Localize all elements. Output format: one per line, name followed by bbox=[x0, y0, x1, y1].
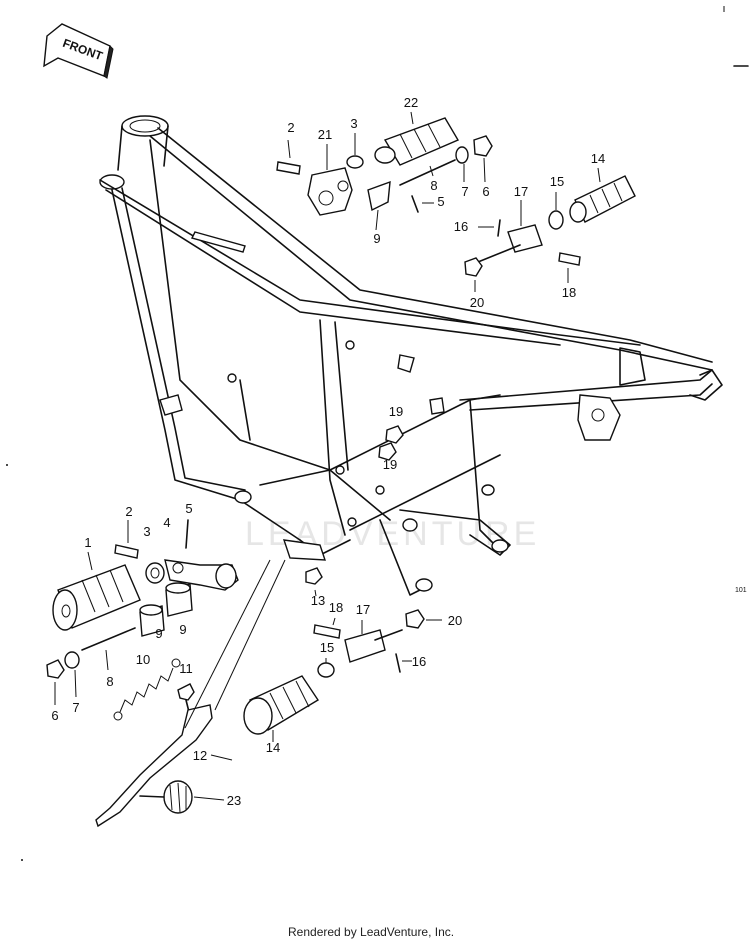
callout-c-bot-4: 4 bbox=[163, 515, 170, 530]
callout-c-top-3: 3 bbox=[350, 116, 357, 131]
callout-c-bot-9a: 9 bbox=[155, 626, 162, 641]
callout-c-bot-17: 17 bbox=[356, 602, 370, 617]
callout-c-bot-15: 15 bbox=[320, 640, 334, 655]
callout-c-bot-2: 2 bbox=[125, 504, 132, 519]
callout-c-top-22: 22 bbox=[404, 95, 418, 110]
callout-c-top-20: 20 bbox=[470, 295, 484, 310]
callout-c-top-18: 18 bbox=[562, 285, 576, 300]
callout-c-bot-7: 7 bbox=[72, 700, 79, 715]
callout-c-bot-6: 6 bbox=[51, 708, 58, 723]
footrest-arm-left bbox=[344, 629, 386, 663]
rear-hanger-plate bbox=[577, 394, 621, 441]
stand-bracket bbox=[282, 539, 326, 561]
side-stand bbox=[95, 704, 213, 828]
callout-c-top-6: 6 bbox=[482, 184, 489, 199]
front-arrow-icon: FRONT bbox=[43, 23, 114, 79]
callout-c-bot-5: 5 bbox=[185, 501, 192, 516]
frame-bolts bbox=[378, 425, 404, 461]
footrest-bracket bbox=[307, 167, 353, 216]
callout-c-bot-3: 3 bbox=[143, 524, 150, 539]
footrest-arm bbox=[507, 224, 543, 253]
callout-c-bot-8: 8 bbox=[106, 674, 113, 689]
stray-mark bbox=[6, 464, 8, 466]
callout-c-top-2: 2 bbox=[287, 120, 294, 135]
callout-c-top-17: 17 bbox=[514, 184, 528, 199]
credit-text: Rendered by LeadVenture, Inc. bbox=[288, 925, 454, 939]
footrest-rubber bbox=[383, 117, 460, 166]
callout-c-top-9: 9 bbox=[373, 231, 380, 246]
callout-c-top-15: 15 bbox=[550, 174, 564, 189]
callout-c-top-5: 5 bbox=[437, 194, 444, 209]
callout-c-bot-14: 14 bbox=[266, 740, 280, 755]
callout-c-bot-9b: 9 bbox=[179, 622, 186, 637]
callout-c-top-8: 8 bbox=[430, 178, 437, 193]
callout-c-19a: 19 bbox=[389, 404, 403, 419]
callout-c-bot-23: 23 bbox=[227, 793, 241, 808]
callout-c-bot-1: 1 bbox=[84, 535, 91, 550]
callout-c-bot-18: 18 bbox=[329, 600, 343, 615]
frame bbox=[99, 115, 723, 596]
callout-c-bot-12: 12 bbox=[193, 748, 207, 763]
edge-text: 101 bbox=[735, 587, 747, 594]
callout-c-top-16: 16 bbox=[454, 219, 468, 234]
callout-c-top-7: 7 bbox=[461, 184, 468, 199]
callout-c-top-14: 14 bbox=[591, 151, 605, 166]
callout-c-bot-13: 13 bbox=[311, 593, 325, 608]
top-footrest-assembly bbox=[276, 111, 636, 292]
callout-c-bot-20: 20 bbox=[448, 613, 462, 628]
callout-c-bot-10: 10 bbox=[136, 652, 150, 667]
callout-c-top-21: 21 bbox=[318, 127, 332, 142]
callout-c-19b: 19 bbox=[383, 457, 397, 472]
callout-c-bot-11: 11 bbox=[179, 661, 193, 676]
bottom-footrest-assembly bbox=[46, 519, 442, 828]
stray-mark bbox=[21, 859, 23, 861]
steering-head bbox=[121, 115, 169, 137]
callout-c-bot-16: 16 bbox=[412, 654, 426, 669]
